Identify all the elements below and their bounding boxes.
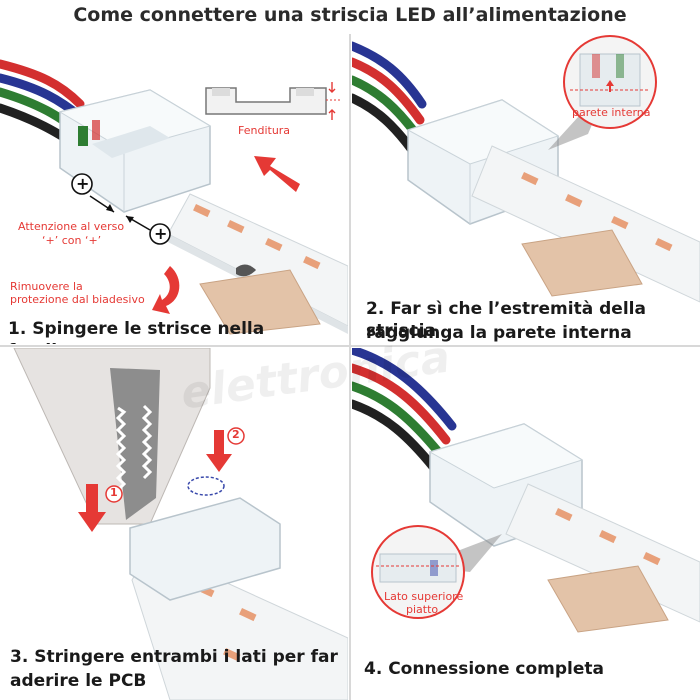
wire-bundle: [352, 348, 457, 473]
step3-caption-line2: aderire le PCB: [10, 671, 147, 691]
step-badge-2: 2: [232, 428, 240, 441]
step-badge-1: 1: [110, 486, 118, 499]
step3-caption-line1: 3. Stringere entrambi i lati per far: [10, 647, 338, 667]
flat-top-label-line1: Lato superiore: [384, 590, 464, 603]
zoom-inset: [548, 35, 657, 150]
page-title: Come connettere una striscia LED all’ali…: [73, 4, 627, 26]
led-strip: [471, 145, 700, 303]
step2-illustration: [352, 35, 700, 303]
vertical-divider: [349, 34, 351, 700]
step3-panel: 1 2 3. Stringere entrambi i lati per far…: [0, 348, 348, 700]
tape-instruction-line2: protezione dal biadesivo: [10, 293, 145, 306]
tape-instruction-line1: Rimuovere la: [10, 280, 83, 293]
step2-panel: parete interna 2. Far sì che l’estremità…: [352, 34, 700, 344]
horizontal-divider: [0, 345, 700, 347]
flat-top-label-line2: piatto: [406, 603, 439, 616]
step2-caption-line1: 2. Far sì che l’estremità della striscia: [366, 299, 646, 341]
plus-symbol-1: +: [76, 174, 90, 193]
pliers: [13, 348, 211, 525]
step1-illustration: [0, 59, 348, 335]
step4-panel: Lato superiore piatto 4. Connessione com…: [352, 348, 700, 700]
polarity-warning-line1: Attenzione al verso: [18, 220, 125, 233]
press-arrows: [78, 430, 232, 532]
step2-caption-line2: raggiunga la parete interna: [366, 323, 632, 343]
wire-bundle: [352, 41, 427, 155]
polarity-warning-line2: ‘+’ con ‘+’: [42, 234, 102, 247]
connector-clip: [129, 476, 281, 601]
step1-caption: 1. Spingere le strisce nella fenditura: [8, 319, 265, 344]
slot-label: Fenditura: [238, 124, 291, 137]
step4-caption: 4. Connessione completa: [364, 659, 604, 679]
inner-wall-label: parete interna: [572, 106, 651, 119]
peel-arrow-icon: [152, 266, 180, 314]
step1-panel: + + Fenditura Attenzione al verso ‘+’ co…: [0, 34, 348, 344]
zoom-inset: [371, 525, 502, 619]
led-strip: [164, 193, 348, 335]
slot-diagram: [205, 82, 340, 120]
polarity-marks: [71, 173, 171, 245]
push-arrow-icon: [254, 156, 300, 192]
step4-illustration: [352, 348, 700, 633]
connector-clip: [58, 89, 212, 213]
led-strip: [505, 483, 700, 633]
plus-symbol-2: +: [154, 224, 168, 243]
step3-illustration: [13, 348, 348, 700]
